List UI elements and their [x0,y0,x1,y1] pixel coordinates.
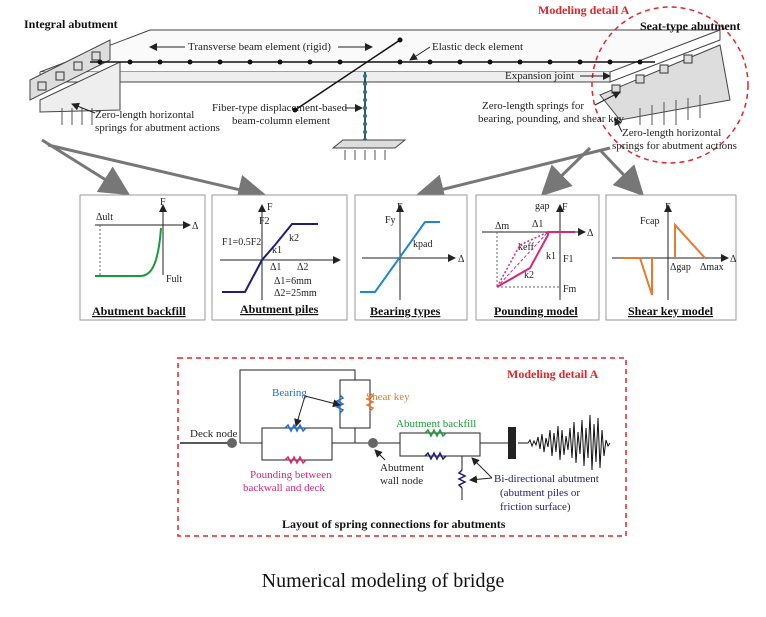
pounding-label-1: Pounding between [250,469,332,481]
integral-abutment-label: Integral abutment [24,17,118,31]
modeling-detail-title: Modeling detail A [538,3,630,17]
panel-abutment-backfill: F Δ Δult Fult Abutment backfill [79,194,206,321]
bidirectional-label-3: friction surface) [500,501,571,513]
pounding-keff-label: keff [518,242,535,253]
panel-pointers [41,138,645,205]
backfill-f-ult: Fult [166,274,182,285]
pounding-f-label: F [562,202,568,213]
shearkey-fcap-label: Fcap [640,216,659,227]
pounding-label-2: backwall and deck [243,482,325,494]
abutment-node-label-2: wall node [380,475,423,487]
detail-a-title: Modeling detail A [507,367,599,381]
seat-abutment-label: Seat-type abutment [640,19,740,33]
deck-node [227,438,237,448]
expansion-joint-label: Expansion joint [505,70,574,82]
bearing-label: Bearing [272,387,307,399]
bearing-fy-label: Fy [385,215,396,226]
backfill-delta-label: Δ [192,221,199,232]
shear-key-label: Shear key [366,391,410,403]
backfill-f-label: F [160,197,166,208]
bearing-delta-label: Δ [458,254,465,265]
bidirectional-label-1: Bi-directional abutment [494,473,599,485]
pounding-k2-label: k2 [524,270,534,281]
bearing-f-label: F [397,202,403,213]
transverse-beam-label: Transverse beam element (rigid) [188,41,331,53]
pounding-title: Pounding model [494,304,578,318]
layout-caption: Layout of spring connections for abutmen… [282,517,506,531]
backfill-delta-ult: Δult [96,212,113,223]
zero-length-springs-2: bearing, pounding, and shear key [478,113,625,125]
deck-node-label: Deck node [190,428,237,440]
fixed-wall [508,427,516,459]
pounding-k1-label: k1 [546,251,556,262]
abutment-node-label-1: Abutment [380,462,424,474]
pounding-d1-label: Δ1 [532,219,543,230]
spring-layout-detail: Modeling detail A Deck node Bearing [177,357,627,537]
piles-k1-label: k1 [272,245,282,256]
elastic-deck-label: Elastic deck element [432,41,523,53]
pounding-f1-label: F1 [563,254,574,265]
piles-d2-label: Δ2 [297,262,308,273]
abutment-wall-node [368,438,378,448]
piles-d2-value: Δ2=25mm [274,288,317,299]
piles-k2-label: k2 [289,233,299,244]
piles-d1-value: Δ1=6mm [274,276,312,287]
zero-length-right-2: springs for abutment actions [612,140,737,152]
piles-title: Abutment piles [240,302,319,316]
piles-f2-label: F2 [259,216,270,227]
abutment-backfill-label: Abutment backfill [396,418,476,430]
pounding-fm-label: Fm [563,284,577,295]
panel-pounding-model: F gap Δ Δm Δ1 keff k1 k2 F1 Fm Pounding … [475,194,600,321]
zero-length-left-2: springs for abutment actions [95,122,220,134]
bridge-labels: Integral abutment Modeling detail A Seat… [24,3,740,152]
piles-d1-label: Δ1 [270,262,281,273]
modeling-detail-circle [591,6,749,164]
figure-caption: Numerical modeling of bridge [261,570,505,592]
panel-bearing-types: F Fy Δ kpad Bearing types [354,194,468,321]
shearkey-dgap-label: Δgap [670,262,691,273]
zero-length-springs-1: Zero-length springs for [482,100,584,112]
bearing-title: Bearing types [370,304,441,318]
panel-abutment-piles: F F2 F1=0.5F2 k2 k1 Δ1 Δ2 Δ1=6mm Δ2=25mm… [211,194,348,321]
zero-length-left-1: Zero-length horizontal [95,109,194,121]
shearkey-title: Shear key model [628,304,714,318]
zero-length-right-1: Zero-length horizontal [622,127,721,139]
piles-f1-label: F1=0.5F2 [222,237,261,248]
pounding-delta-label: Δ [587,228,594,239]
fiber-element-label-1: Fiber-type displacement-based [212,102,348,114]
shearkey-delta-label: Δ [730,254,737,265]
backfill-title: Abutment backfill [92,304,186,318]
shearkey-f-label: F [665,202,671,213]
bidirectional-label-2: (abutment piles or [500,487,580,499]
bearing-kpad-label: kpad [413,239,432,250]
fiber-element-label-2: beam-column element [232,115,330,127]
piles-f-label: F [267,202,273,213]
shearkey-dmax-label: Δmax [700,262,724,273]
panel-shear-key: F Fcap Δgap Δmax Δ Shear key model [605,194,737,321]
pounding-gap-label: gap [535,201,549,212]
pounding-dm-label: Δm [495,221,509,232]
